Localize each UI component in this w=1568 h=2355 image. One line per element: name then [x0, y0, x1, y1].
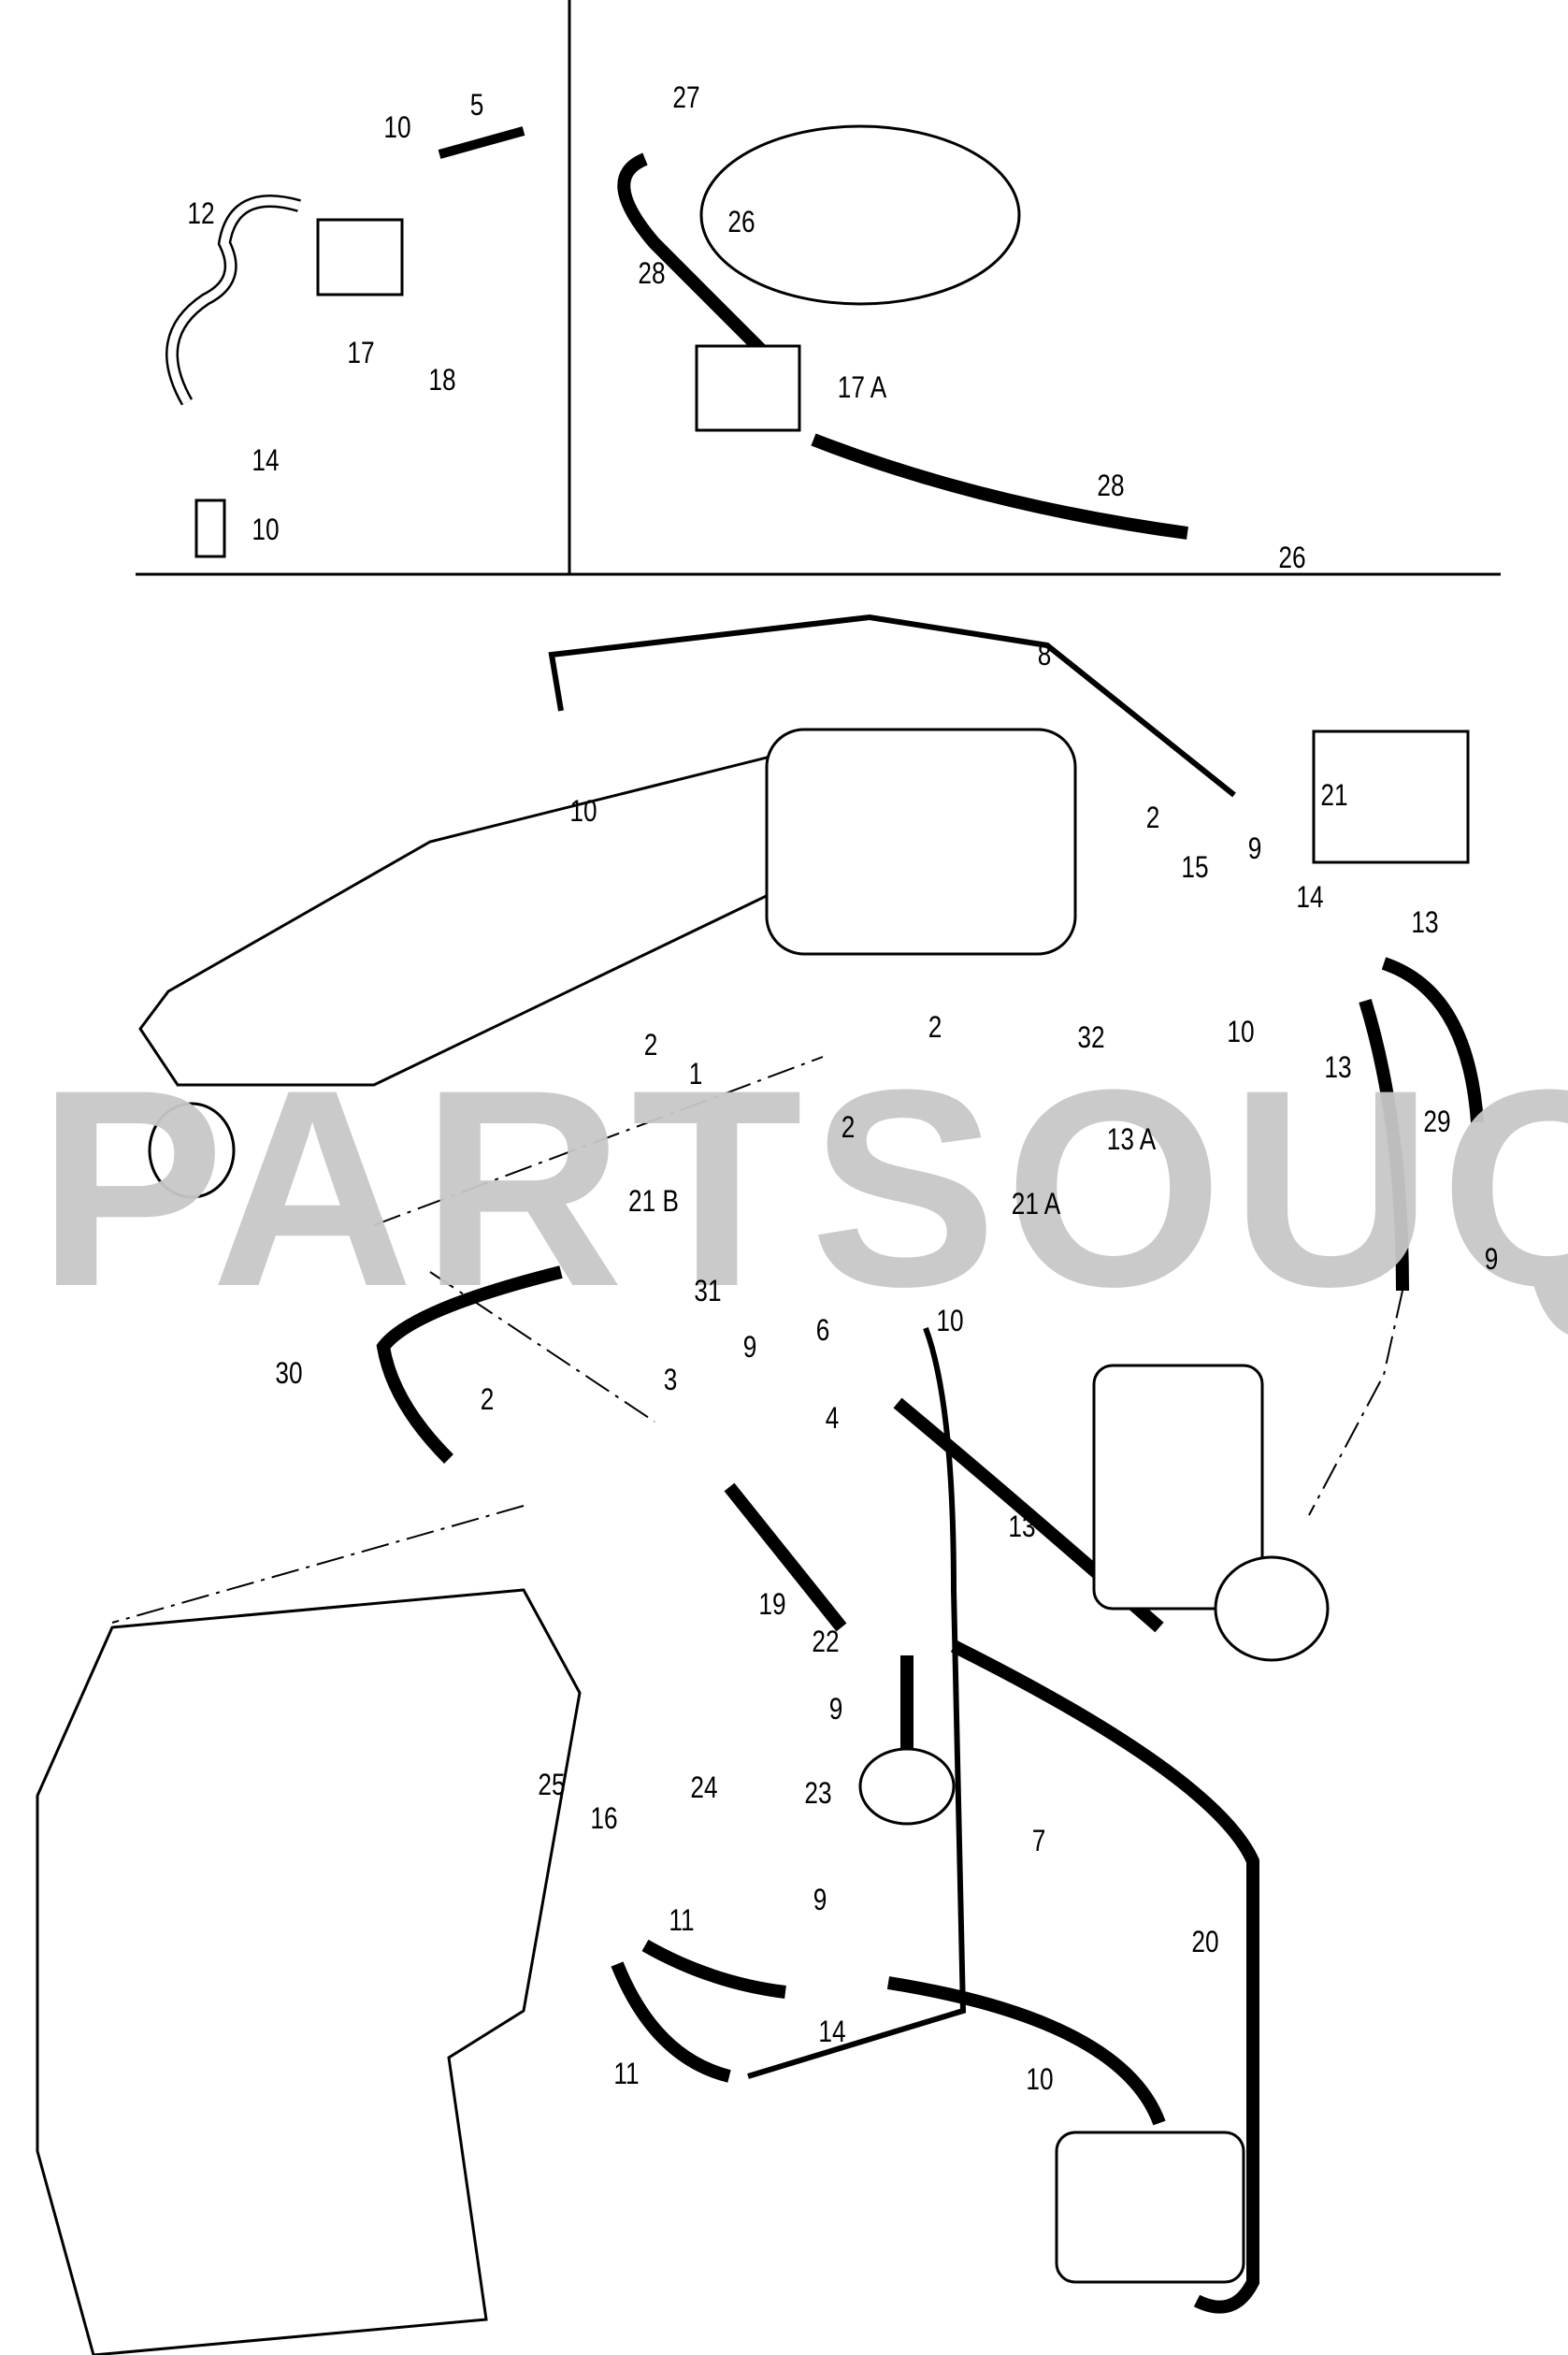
- pipe-7: [747, 1326, 967, 2079]
- part-callout[interactable]: 23: [804, 1776, 832, 1810]
- part-callout[interactable]: 28: [1097, 469, 1125, 502]
- valve-17: [316, 218, 404, 296]
- part-callout[interactable]: 11: [613, 2057, 640, 2090]
- part-callout[interactable]: 17: [347, 336, 375, 369]
- part-callout[interactable]: 13: [1411, 905, 1439, 939]
- filter-23: [858, 1747, 956, 1826]
- hose-13b: [1359, 998, 1409, 1292]
- hose-28b: [811, 433, 1188, 540]
- hose-11b: [611, 1961, 731, 2083]
- part-callout[interactable]: 24: [690, 1770, 718, 1804]
- part-callout[interactable]: 2: [928, 1010, 942, 1044]
- part-callout[interactable]: 19: [758, 1587, 786, 1621]
- vacuum-unit: [1214, 1555, 1330, 1662]
- part-callout[interactable]: 9: [828, 1692, 843, 1726]
- part-callout[interactable]: 9: [1484, 1242, 1499, 1276]
- part-callout[interactable]: 20: [1191, 1925, 1219, 1958]
- part-callout[interactable]: 12: [187, 196, 215, 230]
- actuator: [1055, 2131, 1245, 2284]
- part-callout[interactable]: 13 A: [1106, 1122, 1157, 1156]
- part-callout[interactable]: 10: [569, 794, 597, 828]
- part-callout[interactable]: 18: [428, 363, 456, 397]
- part-callout[interactable]: 9: [1247, 831, 1262, 865]
- engine-block: [36, 1588, 582, 2355]
- part-callout[interactable]: 21 A: [1011, 1187, 1061, 1221]
- part-callout[interactable]: 13: [1324, 1050, 1352, 1084]
- part-callout[interactable]: 4: [825, 1401, 840, 1435]
- part-callout[interactable]: 3: [663, 1363, 678, 1396]
- part-callout[interactable]: 21: [1320, 778, 1348, 812]
- part-callout[interactable]: 26: [1278, 541, 1306, 574]
- part-callout[interactable]: 14: [252, 443, 280, 477]
- hose-19: [724, 1482, 847, 1632]
- part-callout[interactable]: 2: [841, 1110, 856, 1144]
- part-callout[interactable]: 2: [1145, 801, 1160, 834]
- part-callout[interactable]: 25: [538, 1768, 566, 1801]
- part-callout[interactable]: 5: [469, 88, 484, 122]
- connector-10: [194, 498, 226, 558]
- part-callout[interactable]: 16: [590, 1801, 618, 1835]
- part-callout[interactable]: 1: [688, 1057, 703, 1091]
- hose-13: [1381, 957, 1484, 1123]
- part-callout[interactable]: 2: [480, 1382, 495, 1416]
- part-callout[interactable]: 9: [813, 1883, 827, 1916]
- part-callout[interactable]: 21 B: [628, 1184, 679, 1218]
- part-callout[interactable]: 2: [643, 1028, 658, 1062]
- part-callout[interactable]: 10: [1026, 2062, 1054, 2096]
- part-callout[interactable]: 32: [1077, 1020, 1105, 1054]
- hose-10: [886, 1976, 1166, 2126]
- part-callout[interactable]: 6: [815, 1313, 830, 1347]
- part-callout[interactable]: 30: [275, 1356, 303, 1390]
- hose-30: [376, 1265, 563, 1464]
- manifold-port: [148, 1102, 236, 1199]
- part-callout[interactable]: 8: [1037, 638, 1052, 672]
- pipe-5: [438, 126, 525, 159]
- part-callout[interactable]: 14: [818, 2015, 846, 2048]
- part-callout[interactable]: 28: [638, 256, 666, 290]
- part-callout[interactable]: 10: [252, 513, 280, 546]
- part-callout[interactable]: 26: [727, 205, 755, 238]
- hose-12: [165, 195, 301, 406]
- part-callout[interactable]: 22: [812, 1625, 840, 1658]
- air-intake-boot: [699, 124, 1021, 306]
- part-callout[interactable]: 15: [1181, 850, 1209, 884]
- inset-box-21: [1312, 730, 1470, 864]
- pipe-8: [548, 614, 1236, 798]
- part-callout[interactable]: 7: [1031, 1824, 1046, 1857]
- throttle-housing: [765, 728, 1077, 956]
- part-callout[interactable]: 10: [383, 110, 411, 144]
- part-callout[interactable]: 13: [1008, 1510, 1036, 1543]
- dash-dot-line: [111, 1056, 1403, 1624]
- part-callout[interactable]: 27: [672, 80, 700, 114]
- part-callout[interactable]: 9: [742, 1330, 757, 1364]
- hose-20: [950, 1640, 1259, 2314]
- part-callout[interactable]: 14: [1296, 880, 1324, 914]
- part-callout[interactable]: 11: [669, 1903, 695, 1937]
- valve-17a: [695, 344, 801, 432]
- part-callout[interactable]: 10: [936, 1304, 964, 1337]
- part-callout[interactable]: 10: [1227, 1015, 1255, 1048]
- hose-28: [617, 152, 781, 369]
- part-callout[interactable]: 17 A: [837, 370, 887, 404]
- part-callout[interactable]: 29: [1423, 1105, 1451, 1138]
- part-callout[interactable]: 31: [694, 1274, 722, 1308]
- hose-11: [641, 1939, 786, 1999]
- distributor: [1092, 1364, 1264, 1611]
